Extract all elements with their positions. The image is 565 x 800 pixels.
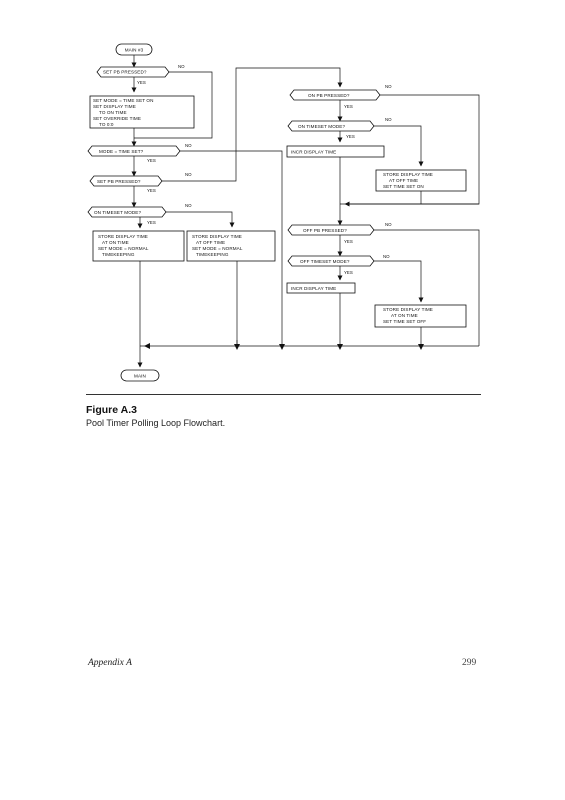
yes-label: YES xyxy=(344,239,353,244)
incr-display-2-label: INCR DISPLAY TIME xyxy=(291,286,336,291)
page-number: 299 xyxy=(462,658,477,668)
store-on-off-line-3: SET TIME SET OFF xyxy=(383,319,426,324)
process-incr-display-2 xyxy=(286,282,356,294)
no-label: NO xyxy=(385,84,392,89)
figure-divider xyxy=(86,394,481,395)
on-timeset-left-label: ON TIMESET MODE? xyxy=(94,210,141,215)
store-on-line-4: TIMEKEEPING xyxy=(102,252,135,257)
decision-set-pb-1-label: SET PB PRESSED? xyxy=(103,70,147,75)
process-store-on-set-off xyxy=(374,304,467,328)
terminal-main-end xyxy=(120,369,160,382)
yes-label: YES xyxy=(147,158,156,163)
yes-label: YES xyxy=(344,270,353,275)
off-timeset-label: OFF TIMESET MODE? xyxy=(300,259,350,264)
off-pb-pressed-label: OFF PB PRESSED? xyxy=(303,228,347,233)
store-on-line-2: AT ON TIME xyxy=(102,240,129,245)
store-off-set-line-3: SET TIME SET ON xyxy=(383,184,424,189)
store-off-line-2: AT OFF TIME xyxy=(196,240,225,245)
footer-appendix: Appendix A xyxy=(88,658,132,668)
no-label: NO xyxy=(385,117,392,122)
yes-label: YES xyxy=(346,134,355,139)
no-label: NO xyxy=(385,222,392,227)
mode-time-set-label: MODE = TIME SET? xyxy=(99,149,144,154)
set-mode-line-4: SET OVERRIDE TIME xyxy=(93,116,141,121)
set-mode-line-3: TO ON TIME xyxy=(99,110,127,115)
main-start-label: MAIN #3 xyxy=(125,48,144,53)
set-mode-line-1: SET MODE = TIME SET ON xyxy=(93,98,154,103)
no-label: NO xyxy=(185,203,192,208)
store-off-set-line-1: STORE DISPLAY TIME xyxy=(383,172,433,177)
yes-label: YES xyxy=(137,80,146,85)
no-label: NO xyxy=(185,143,192,148)
set-mode-line-2: SET DISPLAY TIME xyxy=(93,104,136,109)
main-end-label: MAIN xyxy=(134,374,146,379)
store-on-off-line-1: STORE DISPLAY TIME xyxy=(383,307,433,312)
figure-caption: Pool Timer Polling Loop Flowchart. xyxy=(86,418,226,428)
store-on-line-3: SET MODE = NORMAL xyxy=(98,246,149,251)
store-off-line-3: SET MODE = NORMAL xyxy=(192,246,243,251)
yes-label: YES xyxy=(147,220,156,225)
no-label: NO xyxy=(185,172,192,177)
store-off-line-1: STORE DISPLAY TIME xyxy=(192,234,242,239)
set-pb-2-label: SET PB PRESSED? xyxy=(97,179,141,184)
process-store-off-time xyxy=(186,230,276,262)
set-mode-line-5: TO 0:0 xyxy=(99,122,114,127)
process-store-on-time xyxy=(92,230,185,262)
no-label: NO xyxy=(383,254,390,259)
yes-label: YES xyxy=(147,188,156,193)
incr-display-1-label: INCR DISPLAY TIME xyxy=(291,150,336,155)
store-on-off-line-2: AT ON TIME xyxy=(391,313,418,318)
yes-label: YES xyxy=(344,104,353,109)
process-incr-display-1 xyxy=(286,145,385,158)
no-label: NO xyxy=(178,64,185,69)
process-set-mode xyxy=(89,95,195,129)
store-off-set-line-2: AT OFF TIME xyxy=(389,178,418,183)
on-pb-pressed-label: ON PB PRESSED? xyxy=(308,93,350,98)
store-on-line-1: STORE DISPLAY TIME xyxy=(98,234,148,239)
figure-label: Figure A.3 xyxy=(86,404,137,416)
store-off-line-4: TIMEKEEPING xyxy=(196,252,229,257)
on-timeset-right-label: ON TIMESET MODE? xyxy=(298,124,345,129)
